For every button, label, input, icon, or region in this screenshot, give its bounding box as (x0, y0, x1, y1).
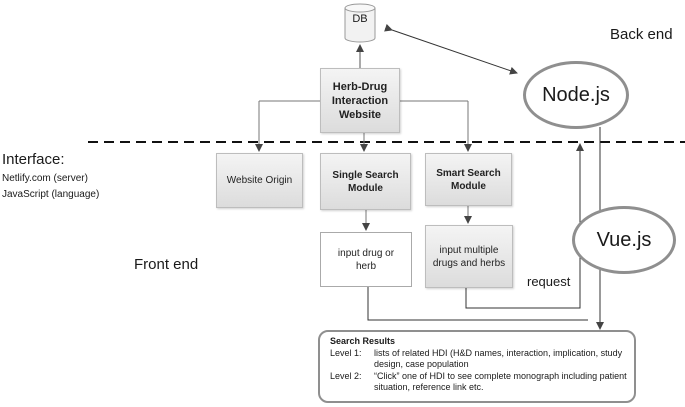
vuejs-label: Vue.js (596, 228, 652, 251)
interface-title: Interface: (2, 151, 65, 168)
website-box: Herb-Drug Interaction Website (320, 68, 400, 133)
results-level-1: Level 1: lists of related HDI (H&D names… (330, 348, 628, 371)
results-level-2: Level 2: “Click” one of HDI to see compl… (330, 371, 628, 394)
input-drug-herb-box: input drug or herb (320, 232, 412, 287)
db-cylinder-icon (344, 3, 376, 43)
back-end-label: Back end (610, 26, 673, 43)
request-label: request (527, 274, 571, 289)
smart-search-box: Smart Search Module (425, 153, 512, 206)
nodejs-ellipse: Node.js (523, 61, 629, 129)
front-end-label: Front end (134, 256, 199, 273)
search-results-panel: Search Results Level 1: lists of related… (318, 330, 636, 403)
nodejs-label: Node.js (542, 83, 610, 106)
level-1-text: lists of related HDI (H&D names, interac… (374, 347, 623, 370)
website-branch-connectors (255, 100, 472, 231)
single-search-box: Single Search Module (320, 153, 411, 210)
interface-server: Netlify.com (server) (2, 173, 88, 184)
input-multiple-box: input multiple drugs and herbs (425, 225, 513, 288)
db-label: DB (352, 13, 368, 25)
website-origin-box: Website Origin (216, 153, 303, 208)
level-1-tag: Level 1: (330, 347, 362, 358)
level-2-tag: Level 2: (330, 370, 362, 381)
db-nodejs-double-arrow (384, 23, 518, 75)
vuejs-ellipse: Vue.js (572, 206, 676, 274)
level-2-text: “Click” one of HDI to see complete monog… (374, 370, 627, 393)
interface-language: JavaScript (language) (2, 189, 100, 200)
search-results-title: Search Results (330, 336, 396, 346)
